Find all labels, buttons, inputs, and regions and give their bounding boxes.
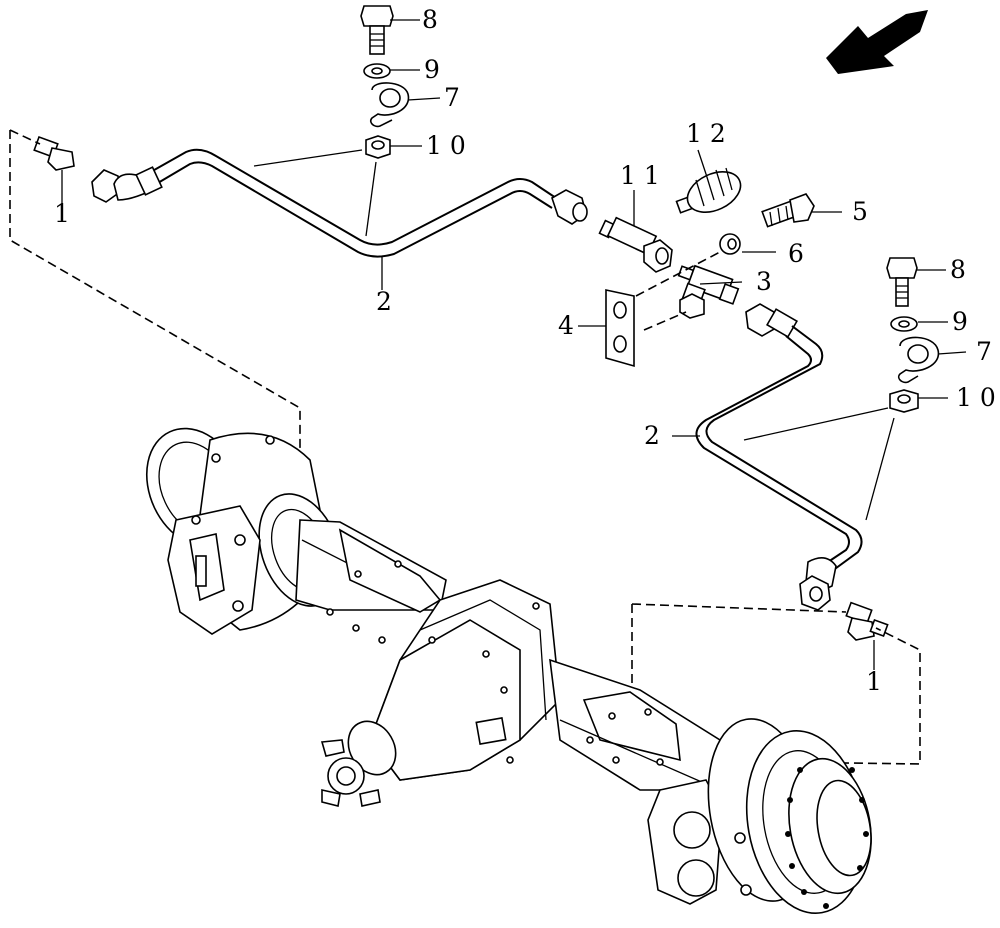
callout-3: 3 [756,267,772,296]
bolt-8-top [360,5,420,55]
washer-9-right [890,316,948,332]
nut-10-right [889,389,948,413]
brake-pipe-2-left [91,148,588,290]
callout-6: 6 [788,239,804,268]
brake-pipe-2-right [672,303,863,611]
callout-9-top: 9 [424,55,440,84]
callout-2-left: 2 [376,287,392,316]
bracket-plate-4 [578,289,635,368]
fitting-1-right [845,601,889,670]
callout-2-right: 2 [644,421,660,450]
callout-1-right: 1 [866,667,882,696]
nut-10-top [365,135,422,159]
sensor-12 [675,149,742,214]
callout-8-right: 8 [950,255,966,284]
axle-housing [145,427,872,914]
fitting-1-left [33,135,75,204]
adapter-11 [598,190,673,273]
callout-7-top: 7 [444,83,460,112]
callout-11: 1 1 [620,161,660,190]
clamp-7-right [897,336,967,384]
washer-9-top [363,63,420,79]
callout-12: 1 2 [686,119,726,148]
tee-fitting-3 [677,264,743,319]
callout-10-top: 1 0 [426,131,466,160]
callout-9-right: 9 [952,307,968,336]
washer-6 [719,233,776,255]
direction-arrow-icon [826,10,928,74]
callout-10-right: 1 0 [956,383,996,412]
bolt-8-right [886,257,946,307]
clamp-7-top [369,82,441,128]
callout-4: 4 [558,311,574,340]
callout-1-left: 1 [54,199,70,228]
banjo-bolt-5 [761,193,842,228]
callout-8-top: 8 [422,5,438,34]
callout-7-right: 7 [976,337,992,366]
callout-5: 5 [852,197,868,226]
